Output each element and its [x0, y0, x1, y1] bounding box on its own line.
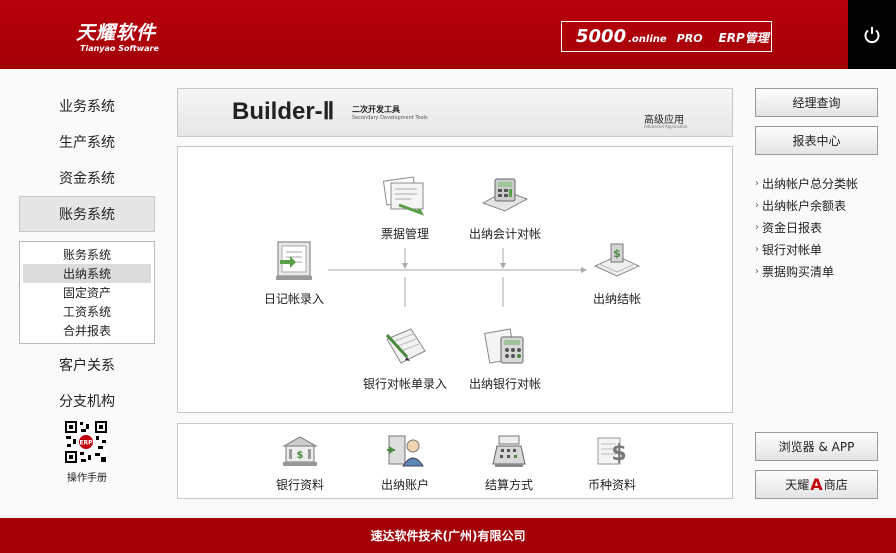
- store-label-left: 天耀: [785, 478, 810, 492]
- nav-business[interactable]: 业务系统: [59, 99, 115, 115]
- svg-text:$: $: [613, 247, 621, 260]
- power-icon: [864, 26, 880, 43]
- subnav-consolidation[interactable]: 合并报表: [62, 324, 111, 338]
- svg-text:$: $: [297, 450, 304, 461]
- power-button[interactable]: [848, 0, 896, 69]
- currency-label: 币种资料: [587, 478, 636, 492]
- report-link[interactable]: ›银行对帐单: [755, 238, 858, 260]
- chevron-right-icon: ›: [755, 221, 759, 233]
- product-number: 5000: [576, 26, 627, 47]
- svg-text:ERP: ERP: [79, 440, 93, 447]
- cashier-tools-panel: $ 银行资料 出纳账户 结算方式 $ 币种资料: [177, 423, 733, 499]
- nav-branches[interactable]: 分支机构: [59, 394, 115, 410]
- flow-node-cashier-bank-check[interactable]: 出纳银行对帐: [450, 325, 560, 392]
- product-badge: 5000 .online PRO ERP管理: [561, 21, 772, 52]
- tool-cashier-account[interactable]: 出纳账户: [360, 434, 450, 493]
- ticket-icon: [382, 176, 425, 216]
- report-link-label: 出纳帐户余额表: [762, 198, 847, 213]
- app-footer: 速达软件技术(广州)有限公司: [0, 518, 896, 553]
- subnav-panel: 账务系统 出纳系统 固定资产 工资系统 合并报表: [19, 241, 155, 344]
- flow-node-journal-entry[interactable]: 日记帐录入: [239, 240, 349, 307]
- bank-statement-entry-icon: [385, 328, 426, 364]
- builder-banner[interactable]: Builder-Ⅱ 二次开发工具 Secondary Development T…: [177, 88, 733, 137]
- browser-app-button[interactable]: 浏览器 & APP: [755, 432, 878, 461]
- journal-entry-icon: [276, 241, 312, 280]
- report-links: ›出纳帐户总分类帐 ›出纳帐户余额表 ›资金日报表 ›银行对帐单 ›票据购买清单: [755, 172, 858, 282]
- manager-query-button[interactable]: 经理查询: [755, 88, 878, 117]
- currency-icon: $: [597, 437, 627, 466]
- tool-bank-info[interactable]: $ 银行资料: [255, 434, 345, 493]
- report-link-label: 银行对帐单: [762, 242, 823, 257]
- flow-node-ticket[interactable]: 票据管理: [350, 175, 460, 242]
- store-brand-a: A: [810, 475, 823, 494]
- report-center-button[interactable]: 报表中心: [755, 126, 878, 155]
- product-online: .online: [628, 34, 667, 45]
- chevron-right-icon: ›: [755, 265, 759, 277]
- subnav-accounting[interactable]: 账务系统: [62, 248, 111, 262]
- nav-accounting[interactable]: 账务系统: [19, 196, 155, 232]
- flow-node-cashier-close[interactable]: $ 出纳结帐: [562, 240, 672, 307]
- calculator-ledger-icon: [481, 178, 529, 212]
- manual-label[interactable]: 操作手册: [67, 473, 107, 484]
- cashier-account-label: 出纳账户: [380, 478, 429, 492]
- report-link-label: 票据购买清单: [762, 264, 835, 279]
- product-erp: ERP管理: [718, 31, 769, 45]
- product-pro: PRO: [676, 32, 703, 45]
- nav-funds[interactable]: 资金系统: [59, 171, 115, 187]
- report-link-label: 资金日报表: [762, 220, 823, 235]
- report-link[interactable]: ›出纳帐户余额表: [755, 194, 858, 216]
- nav-production[interactable]: 生产系统: [59, 135, 115, 151]
- bank-info-label: 银行资料: [275, 478, 324, 492]
- flow-node-bank-stmt-entry[interactable]: 银行对帐单录入: [350, 325, 460, 392]
- flow-node-cashier-acc-check[interactable]: 出纳会计对帐: [450, 175, 560, 242]
- subnav-payroll[interactable]: 工资系统: [62, 305, 111, 319]
- ticket-label: 票据管理: [380, 227, 429, 241]
- company-name: 速达软件技术(广州)有限公司: [370, 529, 526, 543]
- cashier-account-icon: [387, 435, 424, 467]
- subnav-cashier[interactable]: 出纳系统: [23, 264, 151, 283]
- cashier-close-icon: $: [593, 243, 641, 277]
- bank-check-calculator-icon: [484, 328, 524, 364]
- settlement-label: 结算方式: [484, 478, 533, 492]
- brand-logo: 天耀软件 Tianyao Software: [76, 18, 159, 53]
- nav-crm[interactable]: 客户关系: [59, 358, 115, 374]
- bank-building-icon: $: [282, 436, 318, 466]
- chevron-right-icon: ›: [755, 243, 759, 255]
- builder-title: Builder-Ⅱ: [232, 98, 335, 125]
- cashier-acc-check-label: 出纳会计对帐: [468, 227, 541, 241]
- report-link[interactable]: ›出纳帐户总分类帐: [755, 172, 858, 194]
- svg-text:$: $: [611, 441, 626, 466]
- logo-cn-text: 天耀软件: [76, 22, 157, 44]
- builder-tool-en: Secondary Development Tools: [352, 115, 428, 121]
- qr-code-icon[interactable]: ERP: [64, 420, 108, 464]
- journal-entry-label: 日记帐录入: [263, 292, 324, 306]
- builder-advanced-en: Advanced Application: [644, 124, 688, 129]
- flow-connectors: [328, 248, 587, 307]
- report-link-label: 出纳帐户总分类帐: [762, 176, 859, 191]
- builder-advanced-cn: 高级应用: [644, 115, 684, 126]
- tool-settlement[interactable]: 结算方式: [464, 434, 554, 493]
- tool-currency[interactable]: $ 币种资料: [567, 434, 657, 493]
- cashier-bank-check-label: 出纳银行对帐: [468, 377, 541, 391]
- cashier-flow-panel: 票据管理 出纳会计对帐 日记帐录入 $ 出纳结帐: [177, 146, 733, 413]
- logo-en-text: Tianyao Software: [80, 44, 159, 53]
- store-label-right: 商店: [823, 478, 848, 492]
- cash-register-icon: [492, 435, 526, 467]
- chevron-right-icon: ›: [755, 199, 759, 211]
- bank-stmt-entry-label: 银行对帐单录入: [362, 377, 447, 391]
- report-link[interactable]: ›票据购买清单: [755, 260, 858, 282]
- chevron-right-icon: ›: [755, 177, 759, 189]
- builder-tool-cn: 二次开发工具: [352, 105, 400, 114]
- store-button[interactable]: 天耀 A 商店: [755, 470, 878, 499]
- report-link[interactable]: ›资金日报表: [755, 216, 858, 238]
- cashier-close-label: 出纳结帐: [592, 292, 641, 306]
- subnav-fixed-assets[interactable]: 固定资产: [62, 286, 111, 300]
- app-header: 天耀软件 Tianyao Software 5000 .online PRO E…: [0, 0, 896, 69]
